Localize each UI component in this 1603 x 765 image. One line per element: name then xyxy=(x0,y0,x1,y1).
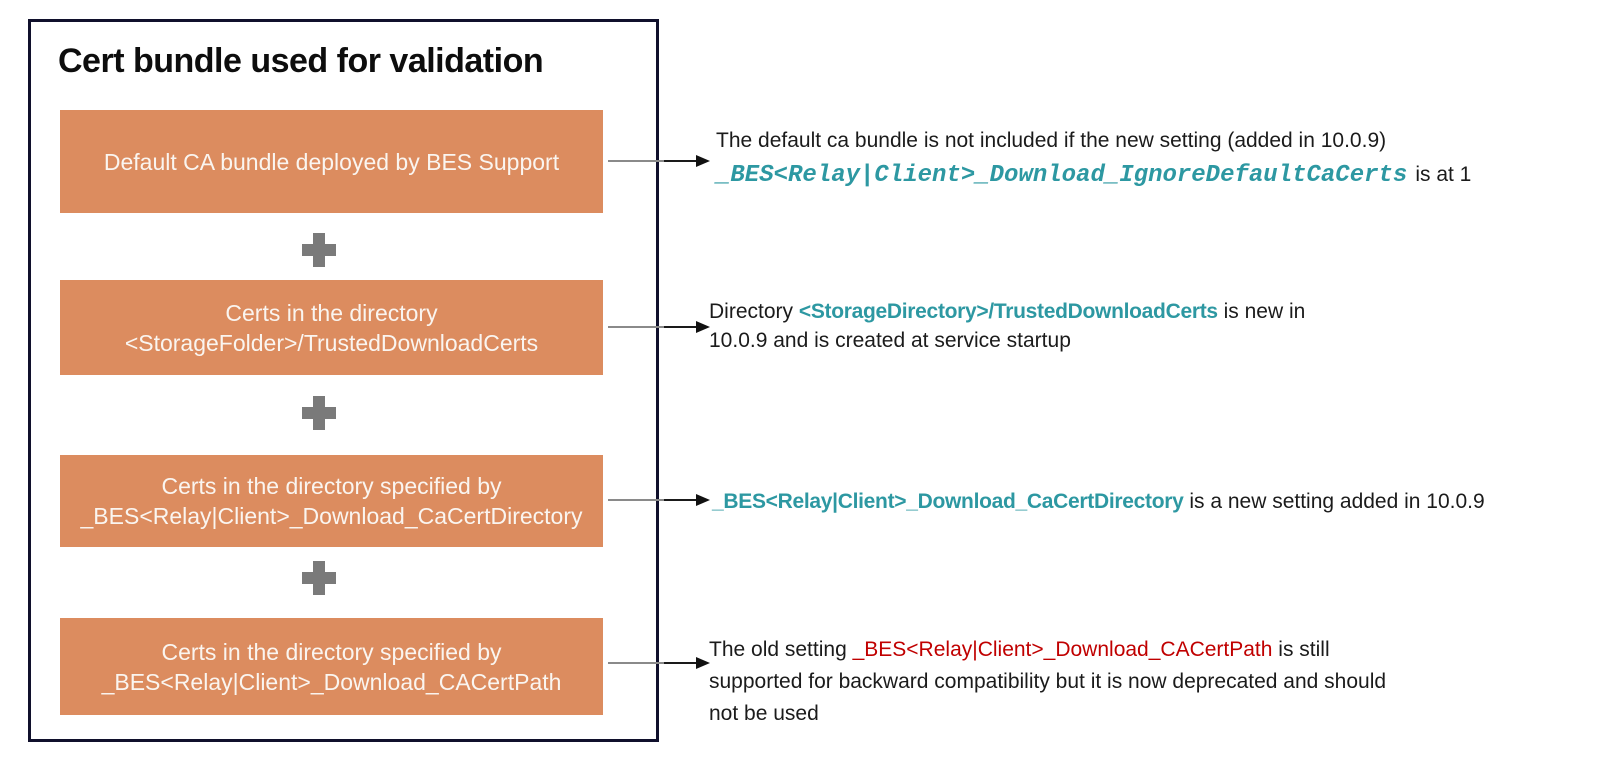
node-cacert-directory: Certs in the directory specified by _BES… xyxy=(60,455,603,547)
node-label-line: Default CA bundle deployed by BES Suppor… xyxy=(103,148,560,175)
plus-icon xyxy=(302,233,336,267)
annotation-line: not be used xyxy=(709,702,819,725)
node-cacert-path: Certs in the directory specified by _BES… xyxy=(60,618,603,715)
diagram-title: Cert bundle used for validation xyxy=(58,42,544,80)
node-trusted-download-certs: Certs in the directory <StorageFolder>/T… xyxy=(60,280,603,375)
node-default-ca-bundle: Default CA bundle deployed by BES Suppor… xyxy=(60,110,603,213)
plus-icon xyxy=(302,561,336,595)
annotation-cacert-path-deprecated: The old setting _BES<Relay|Client>_Downl… xyxy=(709,634,1386,730)
right-arrow-icon xyxy=(608,321,710,333)
annotation-line: _BES<Relay|Client>_Download_IgnoreDefaul… xyxy=(716,162,1472,189)
node-label-line: _BES<Relay|Client>_Download_CACertPath xyxy=(101,668,562,695)
annotation-line: The old setting _BES<Relay|Client>_Downl… xyxy=(709,638,1330,661)
node-label-line: Certs in the directory specified by xyxy=(161,473,502,499)
right-arrow-icon xyxy=(608,657,710,669)
plus-icon xyxy=(302,396,336,430)
annotation-cacert-directory: _BES<Relay|Client>_Download_CaCertDirect… xyxy=(712,489,1485,514)
node-label-line: Certs in the directory xyxy=(225,299,438,326)
annotation-line: _BES<Relay|Client>_Download_CaCertDirect… xyxy=(712,490,1485,513)
annotation-line: 10.0.9 and is created at service startup xyxy=(709,329,1071,352)
annotation-trusted-download-certs: Directory <StorageDirectory>/TrustedDown… xyxy=(709,297,1305,355)
right-arrow-icon xyxy=(608,494,710,506)
annotation-line: The default ca bundle is not included if… xyxy=(716,129,1387,152)
node-label-line: _BES<Relay|Client>_Download_CaCertDirect… xyxy=(80,503,583,529)
annotation-ignore-default-cacerts: The default ca bundle is not included if… xyxy=(716,124,1471,193)
right-arrow-icon xyxy=(608,155,710,167)
annotation-line: Directory <StorageDirectory>/TrustedDown… xyxy=(709,300,1306,323)
annotation-line: supported for backward compatibility but… xyxy=(709,670,1387,693)
node-label-line: Certs in the directory specified by xyxy=(161,638,502,665)
node-label-line: <StorageFolder>/TrustedDownloadCerts xyxy=(124,329,539,356)
